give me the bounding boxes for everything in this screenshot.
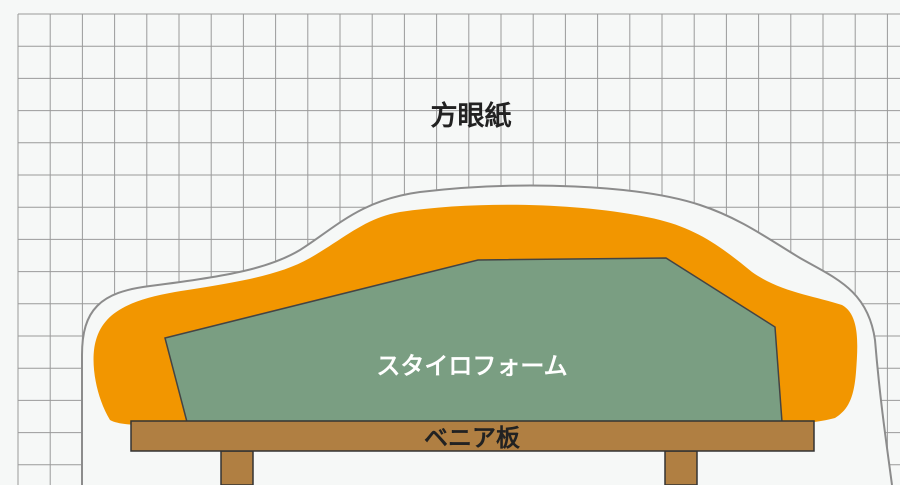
label-board: ベニア板 bbox=[424, 424, 521, 452]
label-paper: 方眼紙 bbox=[431, 100, 512, 132]
board-leg-right bbox=[664, 450, 698, 485]
label-foam: スタイロフォーム bbox=[376, 352, 567, 380]
board-leg-left bbox=[220, 450, 254, 485]
veneer-board bbox=[130, 420, 815, 452]
